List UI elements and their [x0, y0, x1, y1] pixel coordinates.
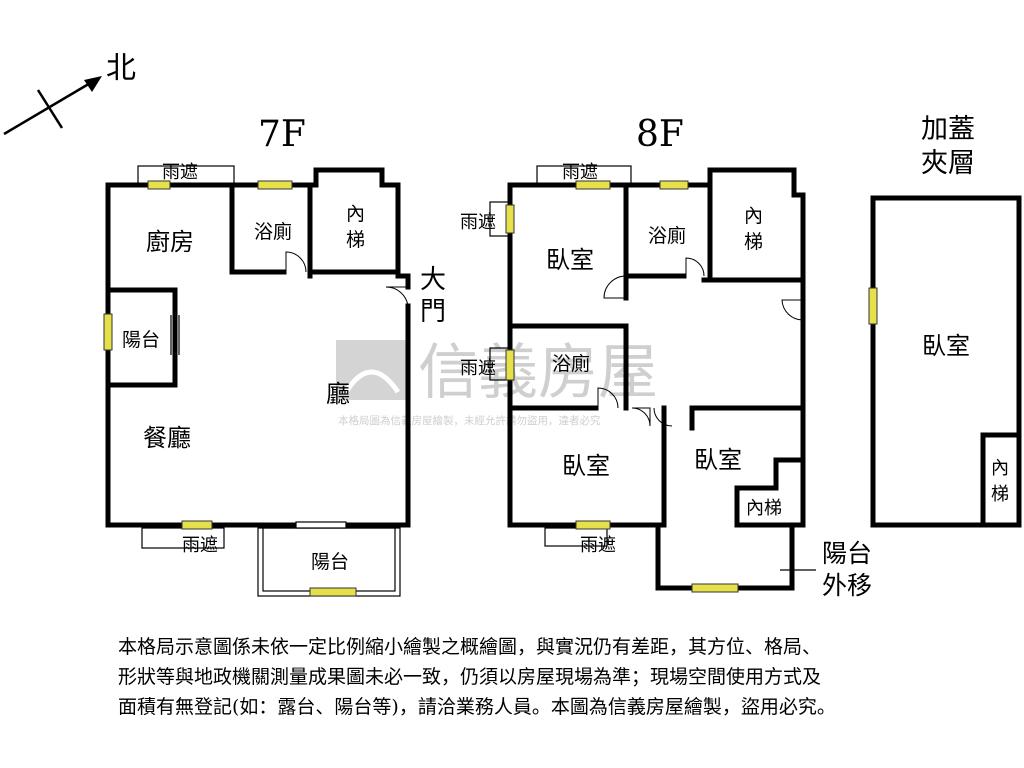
- label-8f-canopy-mid: 雨遮: [460, 358, 496, 379]
- window: [103, 313, 113, 351]
- wall-7f-bath-left: [229, 182, 287, 275]
- door-8f-bath1: [685, 257, 705, 277]
- compass-cross-line: [36, 89, 64, 129]
- label-8f-canopy-left: 雨遮: [460, 212, 496, 233]
- label-8f-canopy-bottom: 雨遮: [580, 535, 616, 556]
- door-8f-bed2: [631, 407, 651, 427]
- label-7f-entrance-line1: 大: [420, 265, 446, 295]
- watermark-brand: 信義房屋: [418, 338, 658, 408]
- window: [505, 204, 515, 234]
- label-8f-bedroom-2: 臥室: [562, 452, 610, 480]
- wall-8f-bath2-top: [507, 323, 629, 343]
- label-8f-stairs-line1: 內: [744, 205, 763, 227]
- door-8f-bed1: [603, 275, 627, 299]
- label-7f-stairs-line2: 梯: [346, 229, 365, 251]
- label-8f-small-stairs: 內梯: [746, 498, 782, 519]
- wall-mezz-outer: [870, 195, 1022, 528]
- label-8f-canopy-top: 雨遮: [562, 162, 598, 183]
- plan-mezzanine: 臥室 內 梯: [868, 195, 1022, 528]
- wall-8f-small-stairs: [734, 457, 806, 528]
- window: [691, 583, 739, 593]
- window: [575, 520, 611, 530]
- floor-title-mezz-line1: 加蓋: [921, 114, 975, 145]
- label-mezz-stairs-line2: 梯: [991, 484, 1009, 505]
- label-8f-bedroom-3: 臥室: [694, 446, 742, 474]
- wall-8f-left-bottom: [507, 182, 667, 528]
- label-7f-entrance-line2: 門: [420, 297, 446, 327]
- label-7f-canopy-bottom: 雨遮: [182, 535, 218, 556]
- watermark: 信義房屋 本格局圖為信義房屋繪製，未經允許請勿盜用，違者必究: [336, 338, 658, 427]
- label-7f-bathroom: 浴廁: [254, 220, 292, 243]
- label-8f-bathroom-1: 浴廁: [648, 224, 686, 247]
- plan-7f: 雨遮 廚房 浴廁 內 梯 大 門 陽台 廳 餐廳 雨遮 陽台: [103, 162, 446, 597]
- compass-arrow-head: [84, 76, 102, 92]
- label-7f-balcony-bottom: 陽台: [311, 551, 349, 573]
- label-7f-living: 廳: [326, 380, 350, 408]
- wall-7f-top-right: [302, 167, 411, 290]
- window: [147, 180, 171, 190]
- floor-title-8f: 8F: [636, 114, 684, 155]
- watermark-notice: 本格局圖為信義房屋繪製，未經允許請勿盜用，違者必究: [338, 414, 601, 427]
- window: [257, 180, 293, 190]
- door-8f-bath2: [597, 387, 619, 409]
- window: [505, 349, 515, 381]
- label-8f-balcony-moved-line2: 外移: [822, 571, 872, 600]
- balcony-slider: [295, 521, 347, 529]
- label-mezz-stairs-line1: 內: [991, 458, 1009, 479]
- label-8f-balcony-moved-line1: 陽台: [822, 539, 872, 568]
- window: [868, 287, 878, 325]
- floor-title-mezz-line2: 夾層: [921, 148, 975, 179]
- wall-mezz-stairs: [980, 432, 1022, 528]
- door-8f-corridor: [781, 299, 804, 321]
- label-7f-canopy-top: 雨遮: [162, 162, 198, 183]
- window: [575, 180, 611, 190]
- floor-plan: 信義房屋 本格局圖為信義房屋繪製，未經允許請勿盜用，違者必究 北 7F 8F 加…: [3, 51, 1022, 600]
- label-7f-kitchen: 廚房: [146, 228, 194, 256]
- label-mezz-bedroom: 臥室: [922, 332, 970, 360]
- label-8f-bathroom-2: 浴廁: [552, 352, 590, 375]
- door-8f-bed3: [653, 407, 673, 427]
- door-7f-bath: [285, 251, 307, 273]
- window: [659, 180, 689, 190]
- door-7f-entrance: [385, 286, 409, 307]
- watermark-logo-mark: [343, 369, 401, 394]
- compass: 北: [3, 51, 136, 136]
- disclaimer-text: 本格局示意圖係未依一定比例縮小繪製之概繪圖，與實況仍有差距，其方位、格局、 形狀…: [118, 636, 836, 718]
- label-8f-stairs-line2: 梯: [744, 231, 763, 253]
- label-7f-dining: 餐廳: [143, 424, 191, 452]
- floor-title-7f: 7F: [258, 114, 306, 155]
- window: [181, 520, 213, 530]
- compass-north-label: 北: [106, 51, 136, 86]
- wall-8f-right-upper: [781, 277, 806, 411]
- label-7f-stairs-line1: 內: [346, 203, 365, 225]
- plan-8f: 雨遮 雨遮 臥室 浴廁 內 梯 雨遮 浴廁 臥室 臥室 內梯 雨遮 陽台 外移: [460, 162, 872, 600]
- label-8f-bedroom-1: 臥室: [546, 246, 594, 274]
- window: [309, 587, 357, 597]
- label-7f-balcony-side: 陽台: [122, 329, 160, 351]
